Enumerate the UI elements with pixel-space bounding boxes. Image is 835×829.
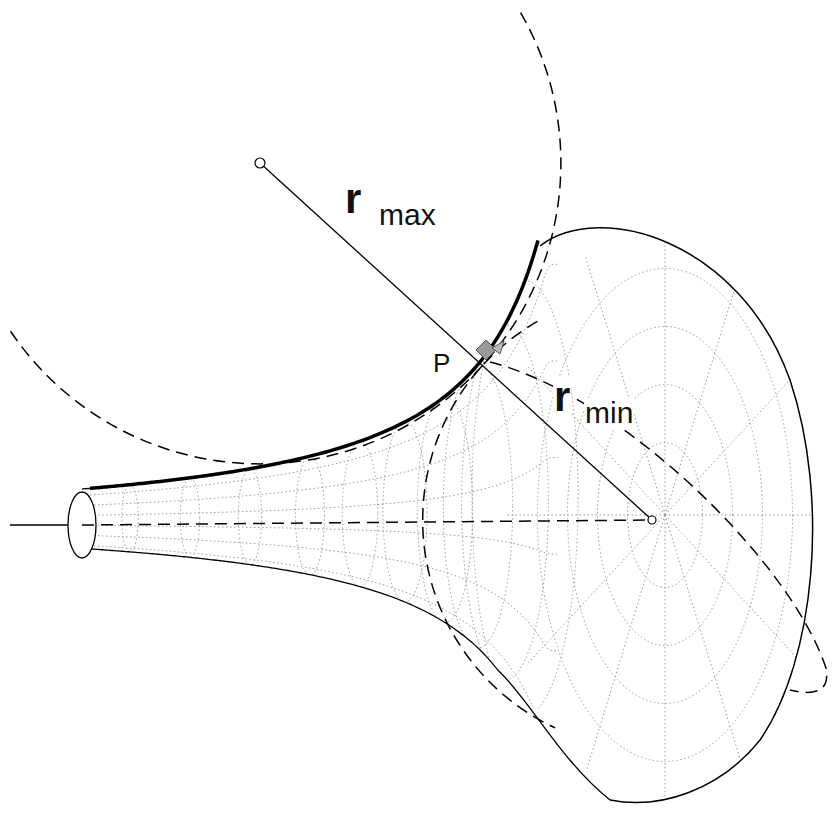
grid-meridian: [665, 215, 666, 515]
axis-line: [82, 520, 652, 525]
radius-subscript: min: [584, 398, 634, 428]
grid-meridian: [526, 515, 665, 665]
radius-symbol: r: [553, 376, 571, 418]
grid-parallel: [342, 441, 378, 586]
right-angle-mark: [492, 341, 504, 354]
normal-line: [260, 163, 652, 520]
grid-parallel: [296, 456, 325, 574]
meridian-curve: [90, 241, 538, 489]
grid-parallel: [443, 364, 512, 648]
grid-parallel: [180, 478, 199, 558]
grid-meridian: [665, 255, 745, 515]
grid-meridian: [526, 365, 665, 515]
grid-meridian: [82, 545, 558, 747]
grid-meridian: [82, 264, 558, 495]
right-angle-mark: [476, 340, 496, 360]
center-point: [255, 158, 265, 168]
grid-meridian: [505, 515, 665, 516]
upper-profile: [82, 241, 538, 489]
radius-symbol: r: [344, 178, 362, 220]
curvature-circle: [11, 13, 561, 464]
grid-parallel: [122, 485, 138, 552]
grid-meridian: [82, 458, 558, 516]
grid-meridian: [665, 365, 804, 515]
grid-meridian: [665, 515, 666, 815]
lower-profile: [498, 670, 610, 800]
axis-line: [10, 524, 68, 525]
grid-meridian: [82, 535, 558, 651]
curvature-circle: [423, 321, 555, 727]
grid-parallel: [238, 469, 261, 565]
parallel-circle: [490, 362, 827, 692]
grid-parallel: [472, 281, 578, 715]
lower-profile: [82, 548, 498, 670]
grid-meridian: [665, 515, 804, 665]
rim-outline: [540, 228, 813, 803]
surface-grid: [82, 215, 825, 815]
grid-meridian: [585, 515, 665, 775]
grid-meridian: [665, 515, 745, 775]
center-point: [648, 516, 656, 524]
grid-meridian: [665, 515, 825, 516]
point-label: P: [432, 350, 451, 376]
grid-meridian: [585, 255, 665, 515]
grid-parallel: [383, 422, 427, 602]
radius-construction: [10, 13, 827, 728]
radius-subscript: max: [378, 200, 437, 230]
surface-outline: [68, 228, 813, 803]
grid-parallel: [417, 396, 472, 622]
grid-meridian: [82, 525, 558, 554]
